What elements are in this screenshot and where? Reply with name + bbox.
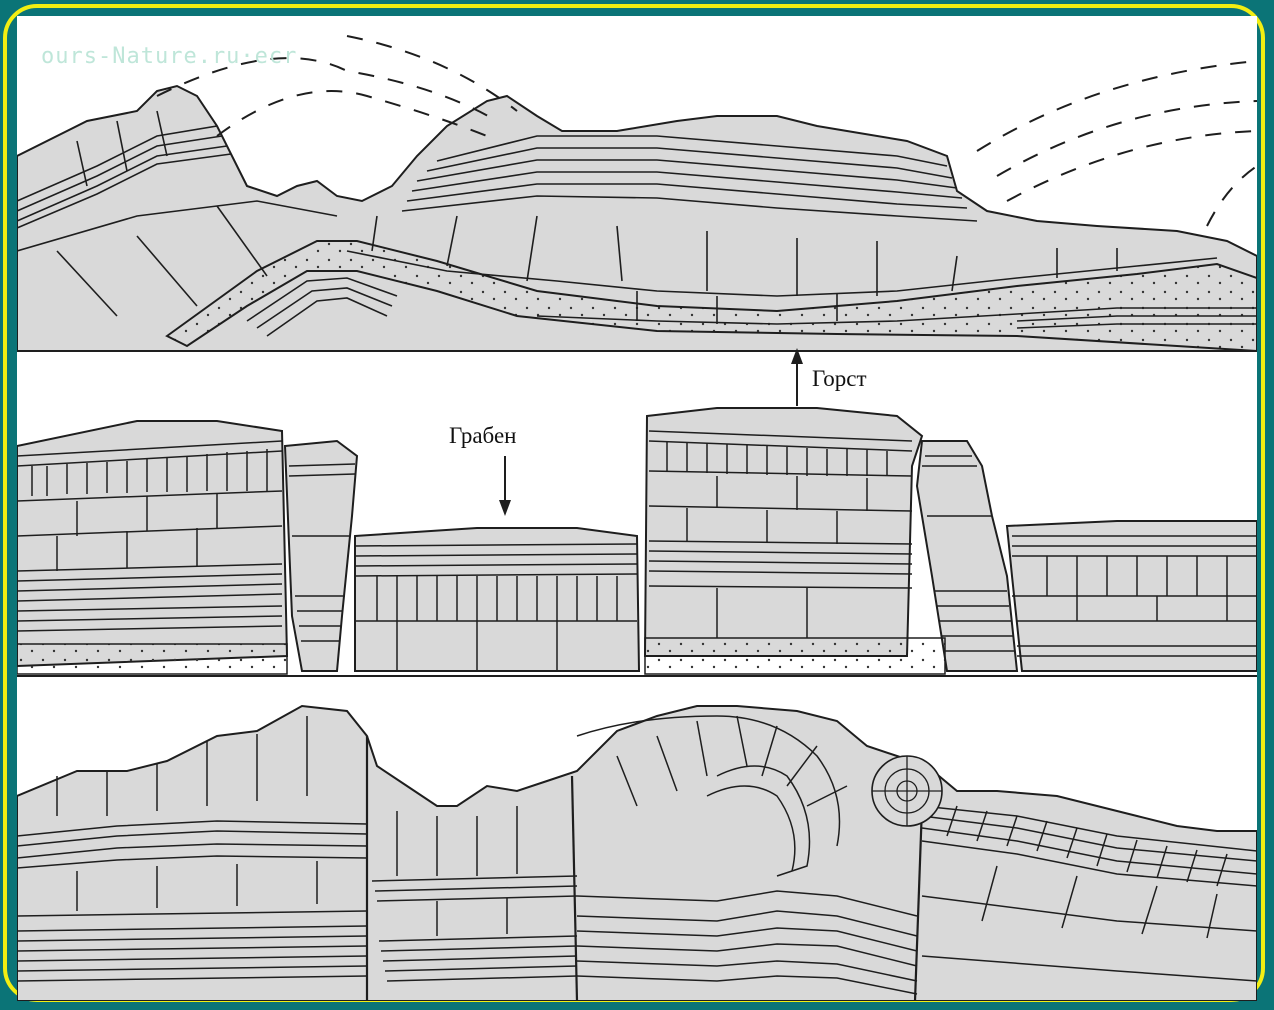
graben-label: Грабен (449, 423, 516, 449)
faulted-rock-body (17, 706, 1257, 1001)
sand-strip (17, 644, 287, 674)
fold-section (17, 36, 1257, 351)
geology-diagram (17, 16, 1257, 1001)
diagram-panel: ours-Nature.ru·ecr Грабен Горст (17, 16, 1257, 1001)
sand-strip (645, 638, 945, 674)
graben-arrow (499, 456, 511, 516)
graben-horst-section (17, 348, 1257, 674)
horst-label: Горст (812, 366, 867, 392)
horst-arrow (791, 348, 803, 406)
watermark-text: ours-Nature.ru·ecr (41, 44, 297, 69)
faulted-fold-section (17, 706, 1257, 1001)
